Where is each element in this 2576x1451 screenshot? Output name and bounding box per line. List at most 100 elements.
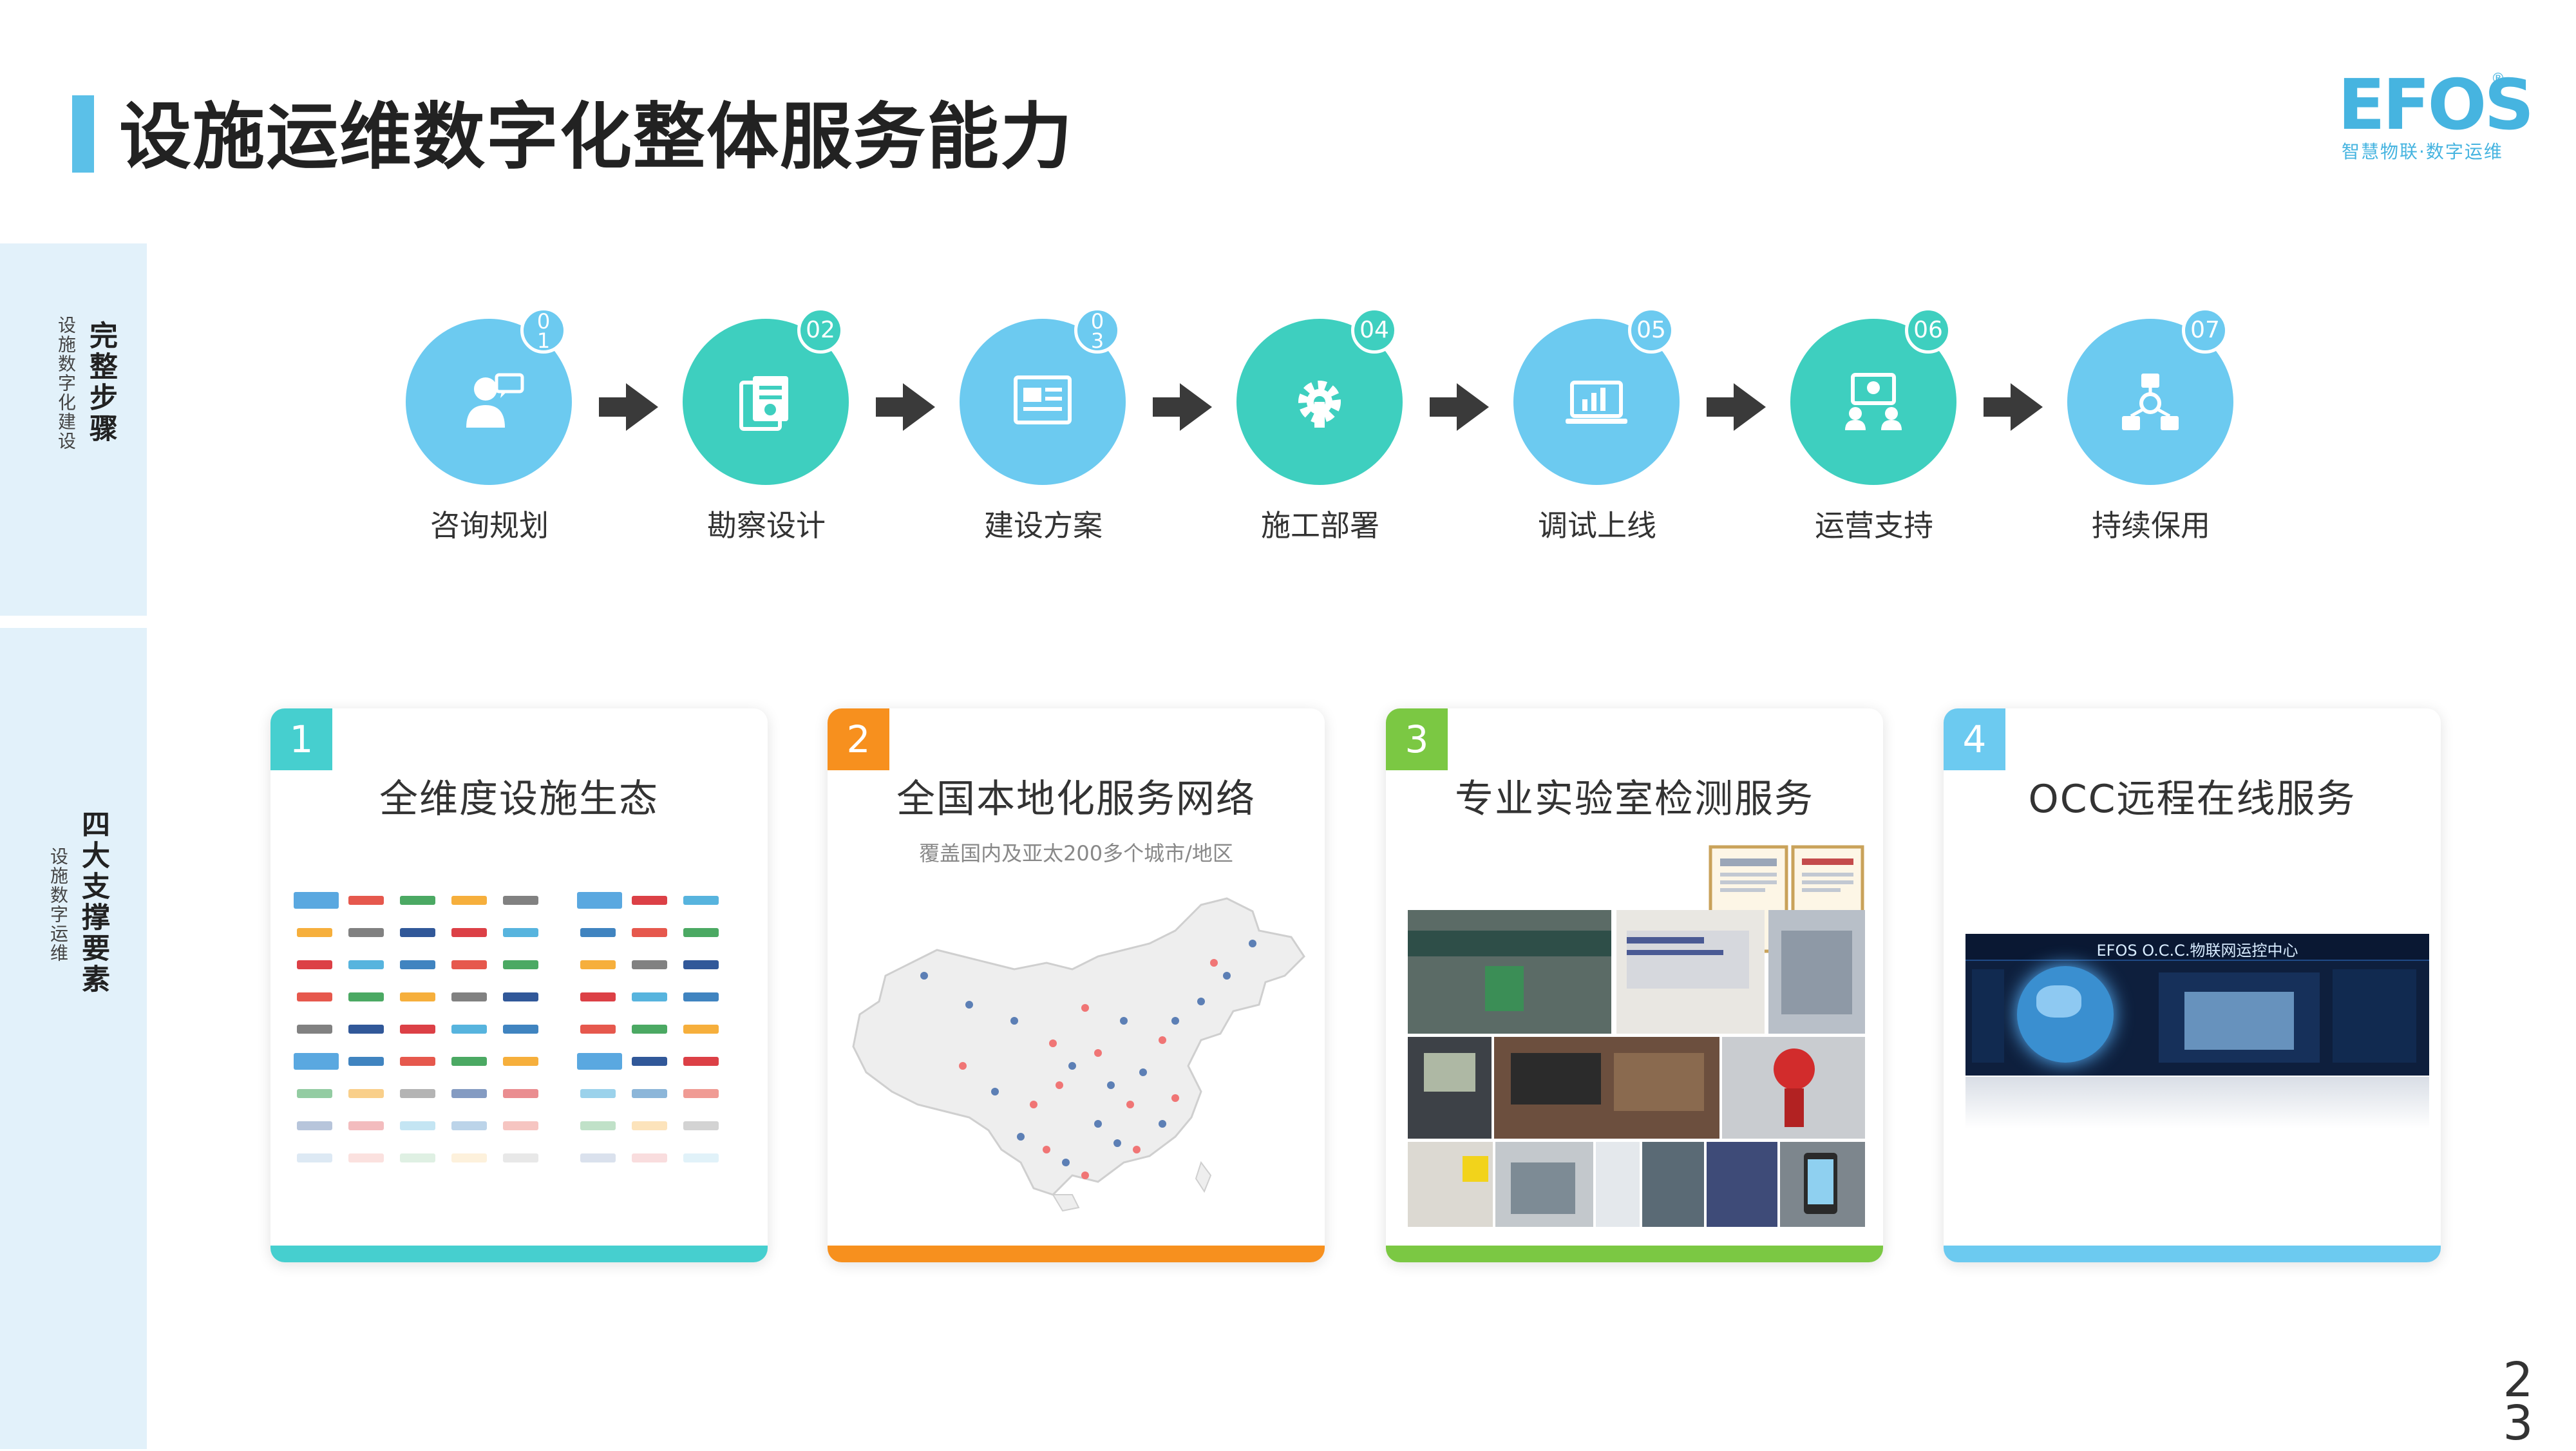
support-team-icon: [1845, 373, 1902, 430]
service-location-dot: [1081, 1171, 1089, 1179]
efos-logo: EFOS ® 智慧物联·数字运维: [2338, 71, 2534, 163]
partner-logo: [503, 1153, 538, 1162]
step-label: 施工部署: [1261, 508, 1379, 543]
china-service-map: [852, 897, 1305, 1212]
partner-logo: [580, 992, 616, 1001]
laptop-chart-icon: [1566, 381, 1627, 424]
card-occ-remote[interactable]: 4 OCC远程在线服务 EFOS O.C.C.物联网运控中心: [1944, 708, 2441, 1262]
side-panel-steps-title: 完整步骤: [84, 321, 117, 444]
service-location-dot: [959, 1062, 967, 1070]
side-panel-steps-subtitle: 设施数字化建设: [55, 316, 77, 451]
card-number: 3: [1386, 708, 1448, 770]
service-location-dot: [1210, 959, 1218, 967]
step-label: 持续保用: [2092, 508, 2210, 543]
logo-wordmark: EFOS: [2338, 65, 2534, 146]
service-location-dot: [1249, 940, 1256, 947]
card-lab-testing[interactable]: 3 专业实验室检测服务: [1386, 708, 1883, 1262]
page-number-digit: 2: [2503, 1352, 2533, 1408]
partner-logo: [580, 960, 616, 969]
step-label: 调试上线: [1538, 508, 1656, 543]
partner-logo: [400, 1121, 435, 1130]
badge-digit: 04: [1359, 317, 1389, 343]
partner-logo: [577, 1053, 622, 1070]
service-location-dot: [1171, 1094, 1179, 1102]
partner-logo: [297, 1025, 332, 1034]
partner-logo: [400, 1153, 435, 1162]
partner-logo: [348, 896, 384, 905]
service-location-dot: [991, 1088, 999, 1095]
process-step-5: 05 调试上线: [1513, 307, 1681, 551]
service-location-dot: [1139, 1068, 1147, 1076]
partner-logo: [503, 1025, 538, 1034]
service-location-dot: [1068, 1062, 1076, 1070]
occ-screen-title: EFOS O.C.C.物联网运控中心: [2096, 942, 2298, 960]
card-number: 2: [828, 708, 889, 770]
partner-logo: [580, 928, 616, 937]
network-icon: [2122, 374, 2179, 430]
occ-photo-reflection: [1965, 1077, 2429, 1128]
badge-digit: 05: [1636, 317, 1666, 343]
badge-digit: 0: [536, 309, 551, 334]
side-panel-elements: 四大支撑要素 设施数字运维: [0, 628, 147, 1449]
step-arrow-icon: [1153, 383, 1212, 431]
partner-logo: [632, 960, 667, 969]
partner-logo: [683, 1089, 719, 1098]
partner-logo: [503, 1057, 538, 1066]
page-title: 设施运维数字化整体服务能力: [119, 95, 1074, 179]
partner-logo: [297, 960, 332, 969]
partner-logo: [451, 960, 487, 969]
partner-logo: [683, 896, 719, 905]
partner-logo: [580, 1153, 616, 1162]
partner-logo: [451, 1121, 487, 1130]
partner-logo: [503, 960, 538, 969]
partner-logo-wall: [294, 886, 744, 1188]
process-step-4: 04 施工部署: [1236, 307, 1404, 551]
side-panel-steps: 完整步骤 设施数字化建设: [0, 243, 147, 616]
partner-logo: [400, 1057, 435, 1066]
page-number-digit: 3: [2503, 1395, 2533, 1451]
partner-logo: [297, 1153, 332, 1162]
badge-digit: 1: [536, 328, 551, 353]
card-title: 全维度设施生态: [379, 777, 659, 822]
card-title: 全国本地化服务网络: [896, 777, 1256, 822]
partner-logo: [683, 928, 719, 937]
card-service-network[interactable]: 2 全国本地化服务网络 覆盖国内及亚太200多个城市/地区: [828, 708, 1325, 1262]
card-subtitle: 覆盖国内及亚太200多个城市/地区: [919, 841, 1233, 866]
step-circle: [1236, 319, 1403, 485]
badge-digit: 06: [1913, 317, 1943, 343]
side-panel-elements-title: 四大支撑要素: [77, 810, 109, 995]
partner-logo: [503, 896, 538, 905]
partner-logo: [683, 1057, 719, 1066]
partner-logo: [632, 928, 667, 937]
partner-logo: [400, 896, 435, 905]
partner-logo: [632, 1025, 667, 1034]
step-number-badge: 06: [1905, 307, 1951, 354]
gear-icon: [1298, 381, 1341, 428]
card-title: OCC远程在线服务: [2028, 777, 2356, 822]
partner-logo: [451, 1153, 487, 1162]
partner-logo: [683, 1025, 719, 1034]
service-location-dot: [1159, 1036, 1166, 1044]
partner-logo: [451, 896, 487, 905]
service-location-dot: [1056, 1081, 1063, 1089]
partner-logo: [580, 1121, 616, 1130]
partner-logo: [632, 992, 667, 1001]
service-location-dot: [1094, 1049, 1102, 1057]
side-panel-elements-subtitle: 设施数字运维: [48, 847, 69, 963]
partner-logo: [503, 1089, 538, 1098]
partner-logo: [503, 1121, 538, 1130]
card-ecosystem[interactable]: 1 全维度设施生态: [270, 708, 768, 1262]
partner-logo: [400, 1025, 435, 1034]
partner-logo: [632, 1057, 667, 1066]
partner-logo: [451, 1025, 487, 1034]
partner-logo: [632, 896, 667, 905]
partner-logo: [348, 960, 384, 969]
step-arrow-icon: [876, 383, 935, 431]
step-arrow-icon: [599, 383, 658, 431]
partner-logo: [683, 1153, 719, 1162]
step-number-badge: 05: [1628, 307, 1674, 354]
lab-photo-collage: [1408, 845, 1865, 1227]
